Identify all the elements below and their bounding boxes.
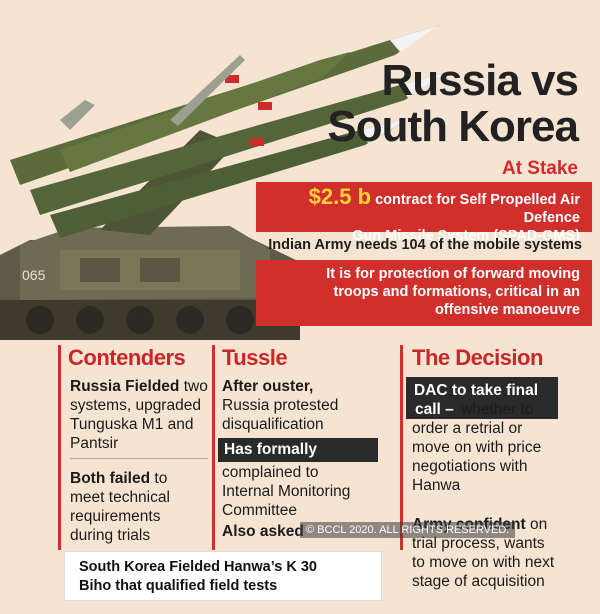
decision-p2-rest: on <box>525 516 548 533</box>
tussle-p1-line2: Russia protested <box>222 397 339 414</box>
copyright-watermark: © BCCL 2020. ALL RIGHTS RESERVED. <box>300 522 516 538</box>
page-title: Russia vs South Korea <box>327 56 579 151</box>
contenders-p1-line4: Pantsir <box>70 435 119 452</box>
south-korea-box: South Korea Fielded Hanwa’s K 30 Biho th… <box>64 551 382 601</box>
contenders-p2-rest: to <box>150 470 168 487</box>
missile-launcher-illustration: 065 <box>0 25 448 340</box>
divider-tussle <box>212 345 215 550</box>
decision-p2-line4: stage of acquisition <box>412 573 545 590</box>
hero-illustration: 065 <box>0 25 448 340</box>
decision-p1-bold1: DAC to take final <box>414 382 539 399</box>
protection-band: It is for protection of forward moving t… <box>256 260 592 326</box>
contenders-p2-line4: during trials <box>70 527 151 544</box>
tussle-p1-line3: disqualification <box>222 416 324 433</box>
protection-line-2: troops and formations, critical in an <box>333 284 580 300</box>
contract-line-1: $2.5 b contract for Self Propelled Air D… <box>268 186 580 227</box>
decision-p1-line4: move on with price <box>412 439 542 456</box>
lower-section: Contenders Russia Fielded two systems, u… <box>0 345 600 614</box>
tussle-heading: Tussle <box>222 345 288 370</box>
protection-line-3: offensive manoeuvre <box>434 302 580 318</box>
south-korea-line2: Biho that qualified field tests <box>79 578 278 594</box>
decision-heading: The Decision <box>412 345 543 370</box>
contenders-para-2: Both failed to meet technical requiremen… <box>70 469 210 545</box>
contract-amount: $2.5 b <box>308 184 372 209</box>
contract-text-2: Gun Missile System (SPAD-GMS) <box>352 228 580 244</box>
decision-para-1: call – whether to order a retrial or mov… <box>412 400 582 495</box>
tussle-p2-line3: Internal Monitoring <box>222 483 351 500</box>
tussle-p2-line2: complained to <box>222 464 319 481</box>
tussle-p3-bold: Also asked <box>222 523 304 540</box>
tussle-p1-bold: After ouster, <box>222 378 314 395</box>
decision-p2-line2: trial process, wants <box>412 535 545 552</box>
contenders-p2-bold: Both failed <box>70 470 151 487</box>
decision-p1-line6: Hanwa <box>412 477 461 494</box>
tussle-para-2: complained to Internal Monitoring Commit… <box>222 463 382 520</box>
title-line-1: Russia vs <box>381 56 579 105</box>
tussle-para-1: After ouster, Russia protested disqualif… <box>222 377 382 434</box>
decision-p1-rest: whether to <box>456 401 534 418</box>
contenders-heading: Contenders <box>68 345 186 370</box>
divider-contenders <box>58 345 61 550</box>
contract-band: $2.5 b contract for Self Propelled Air D… <box>256 182 592 244</box>
protection-line-1: It is for protection of forward moving <box>326 266 580 282</box>
divider-decision <box>400 345 403 550</box>
decision-p1-bold2: call – <box>412 401 457 418</box>
tussle-p2-highlight: Has formally <box>218 438 378 462</box>
army-need-text: Indian Army needs 104 of the mobile syst… <box>268 237 582 253</box>
decision-p1-highlight: DAC to take final <box>406 377 558 419</box>
decision-p1-line5: negotiations with <box>412 458 528 475</box>
contenders-p1-line3: Tunguska M1 and <box>70 416 194 433</box>
decision-p2-line3: to move on with next <box>412 554 555 571</box>
contenders-rule <box>70 458 208 459</box>
tussle-para-3: Also asked <box>222 522 382 541</box>
tussle-p2-bold: Has formally <box>224 441 318 458</box>
decision-p1-line3: order a retrial or <box>412 420 523 437</box>
contenders-p1-rest: two <box>179 378 208 395</box>
tussle-p2-line4: Committee <box>222 502 297 519</box>
contract-text-1: contract for Self Propelled Air Defence <box>375 192 580 226</box>
title-line-2: South Korea <box>327 102 579 151</box>
contenders-p1-bold: Russia Fielded <box>70 378 180 395</box>
at-stake-label: At Stake <box>501 158 578 179</box>
contenders-p2-line3: requirements <box>70 508 161 525</box>
south-korea-line1: South Korea Fielded Hanwa’s K 30 <box>79 559 317 575</box>
contenders-p2-line2: meet technical <box>70 489 170 506</box>
contenders-p1-line2: systems, upgraded <box>70 397 201 414</box>
contenders-para-1: Russia Fielded two systems, upgraded Tun… <box>70 377 210 453</box>
svg-text:065: 065 <box>22 267 46 283</box>
